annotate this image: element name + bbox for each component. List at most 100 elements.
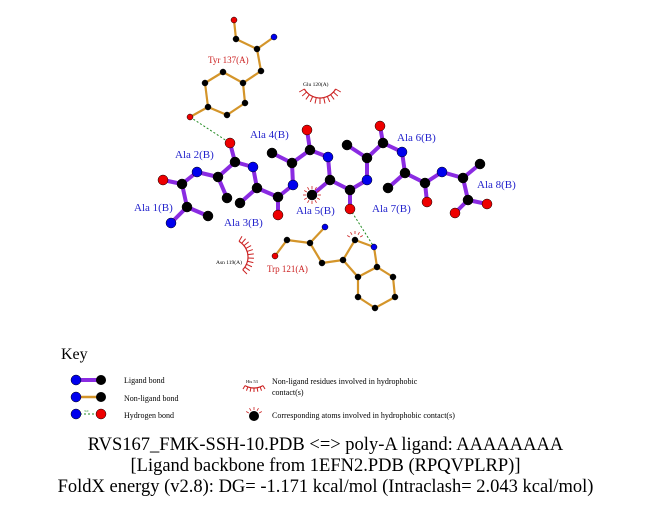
oxygen-atom	[224, 137, 236, 149]
oxygen-atom	[449, 207, 461, 219]
oxygen-atom	[421, 196, 433, 208]
nitrogen-atom	[321, 223, 329, 231]
carbon-atom	[341, 139, 353, 151]
carbon-atom	[232, 35, 240, 43]
label-ala3: Ala 3(B)	[224, 217, 263, 229]
carbon-atom	[234, 197, 246, 209]
carbon-atom	[324, 174, 336, 186]
nonligand-bond	[241, 82, 247, 104]
carbon-atom	[283, 236, 291, 244]
carbon-atom	[229, 156, 241, 168]
carbon-atom	[457, 172, 469, 184]
carbon-atom	[306, 239, 314, 247]
nitrogen-atom	[247, 161, 259, 173]
hydrophobic-arc-glu120	[298, 88, 342, 104]
nonligand-bond	[321, 258, 344, 265]
carbon-atom	[272, 191, 284, 203]
key-hydrophobic-spikes	[246, 407, 262, 414]
key-ligand-bond: Ligand bond	[124, 376, 165, 385]
nonligand-bond	[235, 38, 258, 50]
key-nitrogen-atom	[70, 374, 82, 386]
label-ala6: Ala 6(B)	[397, 132, 436, 144]
carbon-atom	[361, 152, 373, 164]
carbon-atom	[344, 184, 356, 196]
key-title: Key	[61, 346, 88, 363]
key-hydrophobic-arc	[242, 385, 266, 392]
oxygen-atom	[481, 198, 493, 210]
carbon-atom	[241, 99, 249, 107]
key-hydrophobic-residues: Non-ligand residues involved in hydropho…	[272, 377, 418, 386]
nonligand-bond	[222, 71, 244, 84]
carbon-atom	[266, 147, 278, 159]
carbon-atom	[202, 210, 214, 222]
carbon-atom	[419, 177, 431, 189]
nonligand-bond	[374, 296, 396, 309]
oxygen-atom	[374, 120, 386, 132]
carbon-atom	[377, 137, 389, 149]
nitrogen-atom	[396, 146, 408, 158]
nitrogen-atom	[191, 166, 203, 178]
hydrophobic-atom-trp121	[347, 231, 363, 238]
label-ala1: Ala 1(B)	[134, 202, 173, 214]
carbon-atom	[212, 171, 224, 183]
oxygen-atom	[157, 174, 169, 186]
label-ala5: Ala 5(B)	[296, 205, 335, 217]
label-ala8: Ala 8(B)	[477, 179, 516, 191]
nonligand-bond	[342, 239, 356, 261]
nonligand-bond	[372, 246, 379, 268]
oxygen-atom	[230, 16, 238, 24]
carbon-atom	[221, 192, 233, 204]
carbon-atom	[306, 189, 318, 201]
nonligand-bond	[391, 276, 397, 298]
key-legend: Key Ligand bond Non-ligand bond 3.0 Hydr…	[61, 346, 455, 421]
nonligand-bond	[207, 105, 228, 117]
oxygen-atom	[272, 209, 284, 221]
carbon-atom	[351, 236, 359, 244]
caption-line-2: [Ligand backbone from 1EFN2.PDB (RPQVPLR…	[130, 456, 521, 476]
carbon-atom	[382, 182, 394, 194]
carbon-atom	[219, 68, 227, 76]
label-ala4: Ala 4(B)	[250, 129, 289, 141]
carbon-atom	[462, 194, 474, 206]
label-trp121: Trp 121(A)	[267, 264, 308, 274]
carbon-atom	[223, 111, 231, 119]
label-ala2: Ala 2(B)	[175, 149, 214, 161]
nonligand-bond	[309, 226, 326, 244]
carbon-atom	[373, 263, 381, 271]
label-asn119: Asn 119(A)	[216, 259, 242, 266]
key-hydrophobic-atoms: Corresponding atoms involved in hydropho…	[272, 411, 455, 420]
carbon-atom	[257, 67, 265, 75]
nonligand-bond	[256, 36, 275, 50]
oxygen-atom	[271, 252, 279, 260]
carbon-atom	[286, 157, 298, 169]
carbon-atom	[474, 158, 486, 170]
carbon-atom	[253, 45, 261, 53]
nitrogen-atom	[165, 217, 177, 229]
key-hydrogen-bond: Hydrogen bond	[124, 411, 174, 420]
nonligand-bond	[354, 238, 375, 249]
nonligand-bond	[242, 70, 262, 84]
carbon-atom	[399, 167, 411, 179]
carbon-atom	[181, 201, 193, 213]
nonligand-bond	[286, 238, 311, 245]
key-hbond-distance: 3.0	[84, 409, 89, 413]
nonligand-bond	[309, 242, 323, 264]
nonligand-bond	[203, 82, 210, 108]
carbon-atom	[354, 293, 362, 301]
carbon-atom	[201, 79, 209, 87]
key-hydrophobic-residues-2: contact(s)	[272, 388, 304, 397]
label-ala7: Ala 7(B)	[372, 203, 411, 215]
key-hydrophobic-example: His 53	[246, 379, 259, 384]
nitrogen-atom	[322, 151, 334, 163]
oxygen-atom	[301, 124, 313, 136]
label-tyr137: Tyr 137(A)	[208, 55, 249, 65]
caption-line-1: RVS167_FMK-SSH-10.PDB <=> poly-A ligand:…	[87, 435, 564, 455]
hydrogen-bond	[189, 116, 231, 144]
nonligand-bond	[357, 266, 378, 278]
carbon-atom	[318, 259, 326, 267]
carbon-atom	[339, 256, 347, 264]
hydrophobic-arc-asn119	[238, 235, 254, 275]
nitrogen-atom	[370, 243, 378, 251]
carbon-atom	[391, 293, 399, 301]
